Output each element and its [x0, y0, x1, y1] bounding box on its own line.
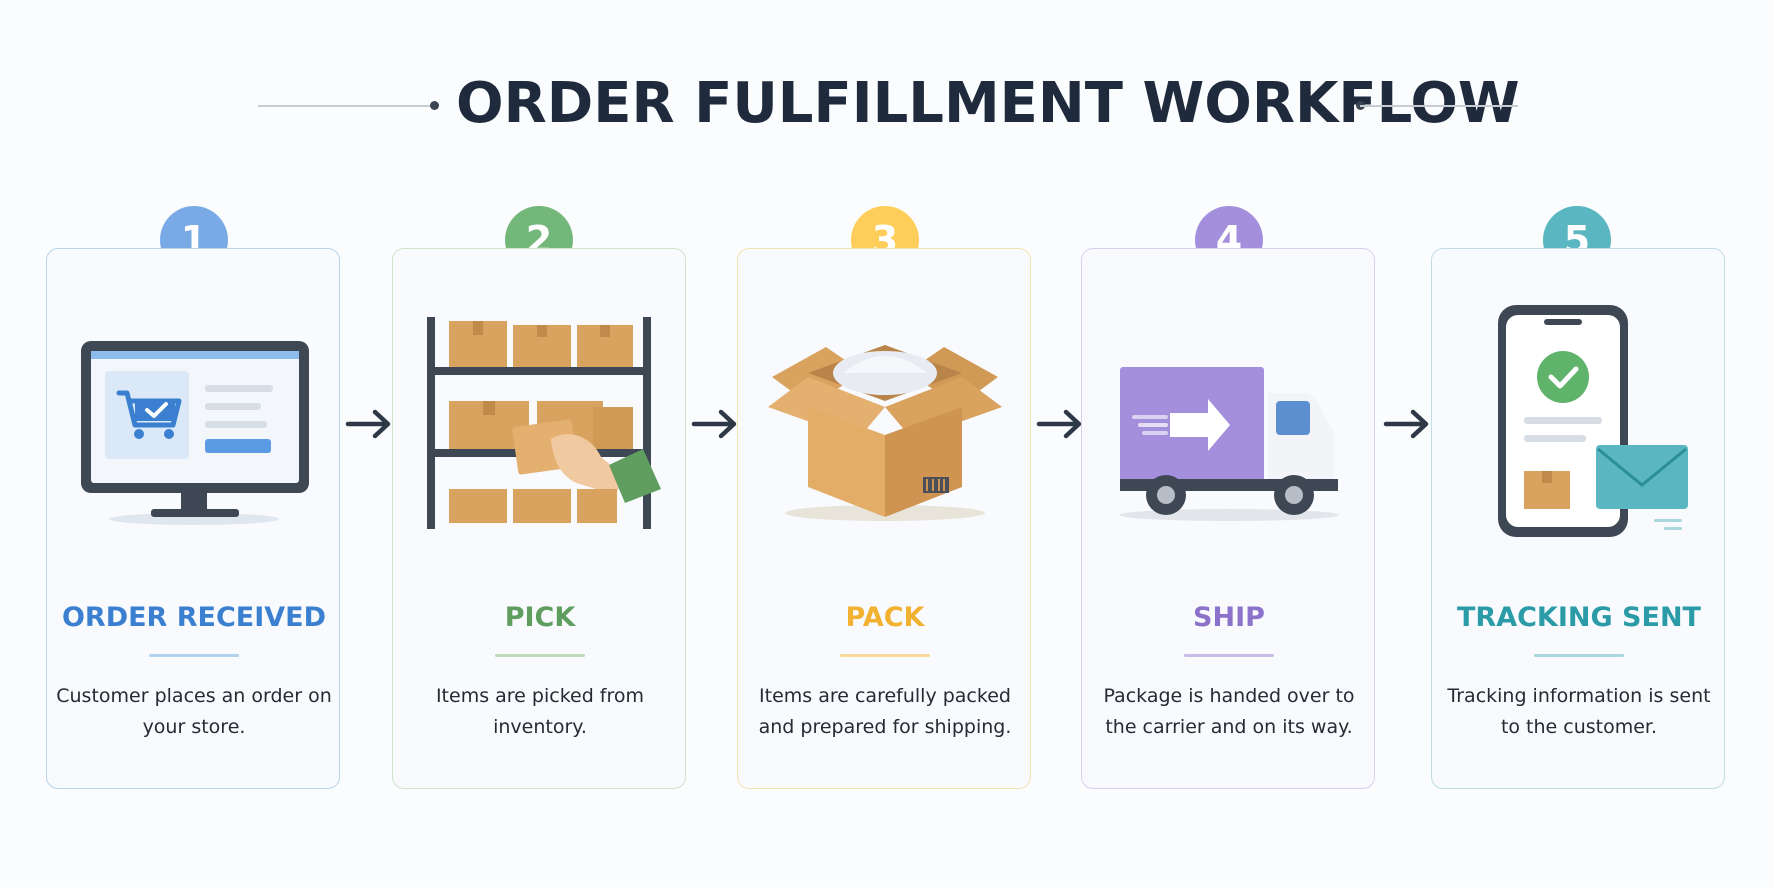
computer-cart-icon [47, 289, 341, 539]
step-5-underline [1534, 654, 1624, 657]
phone-envelope-icon [1432, 289, 1726, 539]
step-5-card: TRACKING SENT Tracking information is se… [1431, 248, 1725, 789]
step-5-title: TRACKING SENT [1457, 602, 1701, 633]
arrow-icon [1383, 406, 1431, 442]
step-2-description: Items are picked from inventory. [435, 685, 645, 738]
step-2-underline [495, 654, 585, 657]
title-row: ORDER FULFILLMENT WORKFLOW [0, 62, 1774, 142]
step-4-title: SHIP [1193, 602, 1265, 633]
open-box-icon [738, 289, 1032, 539]
step-1-description: Customer places an order on your store. [56, 685, 332, 738]
warehouse-shelf-icon [393, 289, 687, 539]
step-1-card: ORDER RECEIVED Customer places an order … [46, 248, 340, 789]
title-rule-right [1360, 105, 1518, 107]
step-1-title: ORDER RECEIVED [61, 602, 327, 633]
arrow-icon [691, 406, 739, 442]
arrow-icon [1036, 406, 1084, 442]
delivery-truck-icon [1082, 289, 1376, 539]
title-rule-left [258, 105, 434, 107]
step-2-card: PICK Items are picked from inventory. [392, 248, 686, 789]
step-4-card: SHIP Package is handed over to the carri… [1081, 248, 1375, 789]
step-2-title: PICK [504, 602, 576, 633]
arrow-icon [345, 406, 393, 442]
step-3-card: PACK Items are carefully packed and prep… [737, 248, 1031, 789]
step-4-description: Package is handed over to the carrier an… [1103, 685, 1355, 738]
title-dot-left [430, 101, 439, 110]
step-3-description: Items are carefully packed and prepared … [758, 685, 1012, 738]
step-3-title: PACK [845, 602, 925, 633]
page-title: ORDER FULFILLMENT WORKFLOW [456, 71, 1520, 136]
step-1-underline [149, 654, 239, 657]
step-3-underline [840, 654, 930, 657]
step-4-underline [1184, 654, 1274, 657]
step-5-description: Tracking information is sent to the cust… [1447, 685, 1711, 738]
